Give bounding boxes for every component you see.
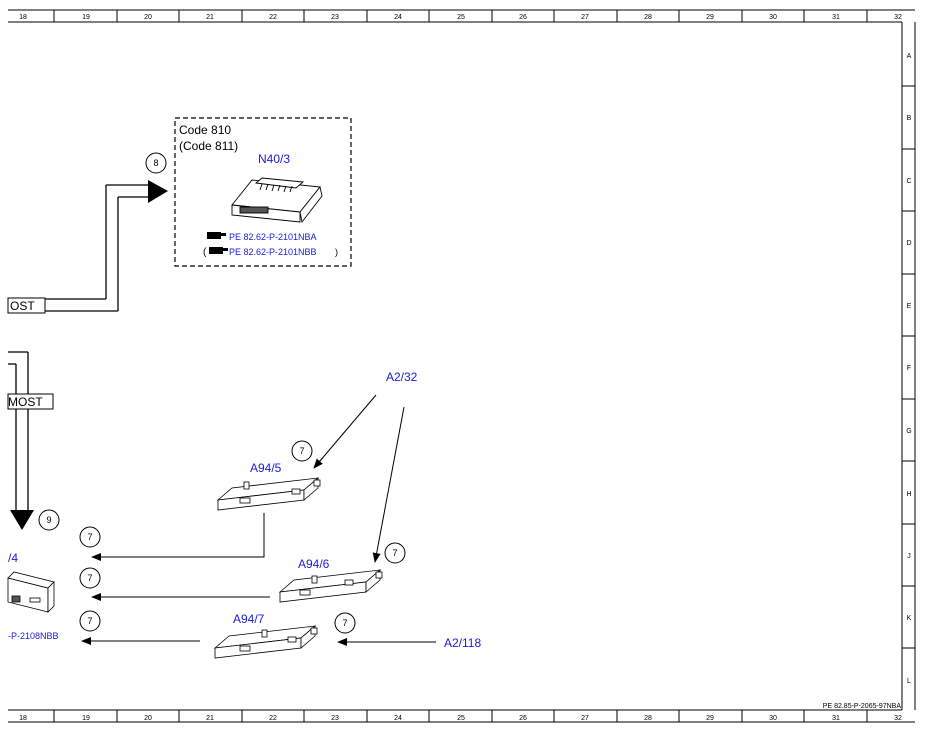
row-label: L — [907, 678, 911, 685]
column-ruler-bottom: 18 19 20 21 22 23 24 25 26 27 28 29 30 31 32 — [19, 710, 902, 722]
sheet-frame — [8, 9, 916, 723]
svg-text:(: ( — [203, 247, 207, 258]
part-label-n40-3[interactable]: N40/3 — [258, 152, 290, 166]
callout-7-left-2[interactable]: 7 — [79, 567, 101, 589]
antenna-amplifier-icon — [216, 477, 321, 511]
column-label-bottom: 23 — [331, 715, 339, 722]
antenna-amplifier-icon — [278, 569, 383, 603]
hand-pointer-icon: ( — [203, 247, 228, 258]
column-label-bottom: 21 — [206, 715, 214, 722]
column-label-bottom: 22 — [269, 715, 277, 722]
column-label-bottom: 31 — [832, 715, 840, 722]
module-icon — [231, 177, 323, 224]
column-label-bottom: 20 — [144, 715, 152, 722]
code-line-1: Code 810 — [179, 123, 231, 137]
most-label-box-upper — [7, 297, 46, 314]
callout-7-a94-6-number: 7 — [392, 548, 397, 558]
column-label-top: 27 — [581, 14, 589, 21]
column-label-bottom: 27 — [581, 715, 589, 722]
column-label-bottom: 28 — [644, 715, 652, 722]
callout-8-number: 8 — [153, 158, 158, 168]
column-label-top: 28 — [644, 14, 652, 21]
option-box — [174, 117, 352, 267]
column-label-bottom: 18 — [19, 715, 27, 722]
column-label-top: 26 — [519, 14, 527, 21]
callout-9[interactable]: 9 — [38, 509, 60, 531]
ref-link-2-close: ) — [335, 247, 338, 257]
column-label-bottom: 24 — [394, 715, 402, 722]
callout-7-left-3[interactable]: 7 — [79, 610, 101, 632]
column-label-top: 20 — [144, 14, 152, 21]
callout-7-a94-5[interactable]: 7 — [291, 440, 313, 462]
column-label-top: 31 — [832, 14, 840, 21]
row-ruler: A B C D E F G H J K L — [902, 53, 915, 685]
most-bus-upper — [45, 184, 148, 312]
column-label-bottom: 29 — [706, 715, 714, 722]
callout-7-a94-7-number: 7 — [342, 618, 347, 628]
column-label-top: 32 — [894, 14, 902, 21]
column-label-top: 23 — [331, 14, 339, 21]
callout-9-number: 9 — [46, 515, 51, 525]
ref-link-2[interactable]: PE 82.62-P-2101NBB — [229, 247, 317, 257]
most-label-upper: OST — [10, 299, 35, 313]
callout-7-left-3-number: 7 — [87, 616, 92, 626]
column-label-bottom: 26 — [519, 715, 527, 722]
column-label-top: 18 — [19, 14, 27, 21]
row-label: K — [907, 615, 912, 622]
partial-part-label[interactable]: /4 — [8, 551, 18, 565]
column-label-bottom: 32 — [894, 715, 902, 722]
hand-pointer-icon — [207, 232, 226, 239]
module-icon — [7, 571, 55, 613]
column-label-bottom: 19 — [82, 715, 90, 722]
row-label: D — [906, 240, 911, 247]
callout-7-left-2-number: 7 — [87, 573, 92, 583]
column-label-top: 30 — [769, 14, 777, 21]
column-label-top: 19 — [82, 14, 90, 21]
callout-7-left-1-number: 7 — [87, 532, 92, 542]
document-reference: PE 82.85-P-2065-97NBA — [823, 703, 902, 710]
row-label: A — [907, 53, 912, 60]
antenna-amplifier-icon — [213, 625, 318, 659]
part-label-a2-32[interactable]: A2/32 — [386, 370, 418, 384]
part-label-a94-7[interactable]: A94/7 — [233, 612, 265, 626]
column-ruler-top: 18 19 20 21 22 23 24 25 26 27 28 29 30 31 32 — [19, 10, 902, 22]
callout-7-a94-5-number: 7 — [299, 446, 304, 456]
partial-ref-link[interactable]: -P-2108NBB — [8, 631, 59, 641]
column-label-top: 21 — [206, 14, 214, 21]
ref-link-1[interactable]: PE 82.62-P-2101NBA — [229, 232, 317, 242]
callout-7-a94-7[interactable]: 7 — [334, 612, 356, 634]
column-label-top: 24 — [394, 14, 402, 21]
row-label: B — [907, 115, 912, 122]
row-label: G — [906, 428, 911, 435]
callout-7-left-1[interactable]: 7 — [79, 526, 101, 548]
row-label: F — [907, 365, 911, 372]
column-label-top: 25 — [457, 14, 465, 21]
part-label-a94-5[interactable]: A94/5 — [250, 461, 282, 475]
most-label-box-lower — [7, 393, 54, 410]
row-label: E — [907, 303, 912, 310]
column-label-top: 22 — [269, 14, 277, 21]
callout-7-a94-6[interactable]: 7 — [384, 542, 406, 564]
part-label-a2-118[interactable]: A2/118 — [444, 636, 481, 650]
row-label: C — [906, 178, 911, 185]
column-label-bottom: 25 — [457, 715, 465, 722]
callout-8[interactable]: 8 — [145, 152, 167, 174]
most-label-lower: MOST — [8, 395, 43, 409]
bus-arrow-right — [148, 180, 168, 203]
column-label-bottom: 30 — [769, 715, 777, 722]
arrow-a2-32-to-a94-5 — [313, 394, 377, 469]
row-label: J — [907, 553, 911, 560]
arrow-a2-32-to-a94-6 — [372, 406, 405, 563]
most-bus-lower — [8, 351, 29, 510]
line-a94-5-out — [91, 513, 265, 561]
part-label-a94-6[interactable]: A94/6 — [298, 557, 330, 571]
code-line-2: (Code 811) — [179, 139, 238, 153]
row-label: H — [906, 491, 911, 498]
column-label-top: 29 — [706, 14, 714, 21]
bus-arrow-down — [10, 510, 34, 530]
